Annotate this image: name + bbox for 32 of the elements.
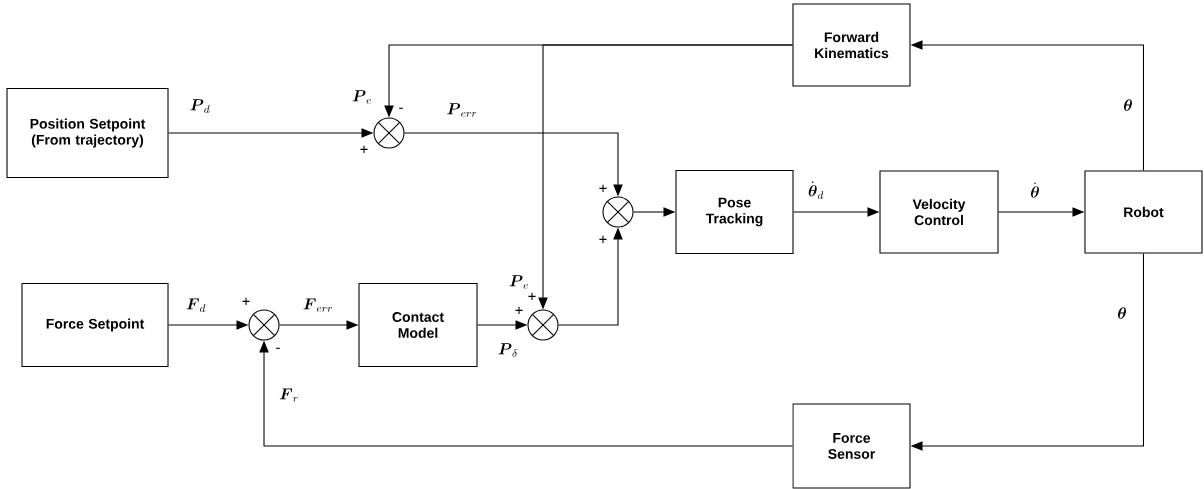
edge-label: $\boldsymbol{F}_{d}$	[184, 296, 208, 313]
edge-label: $\dot{\boldsymbol{\theta}}_{d}$	[806, 180, 826, 200]
edge-label: $\boldsymbol{P}_{\delta}$	[496, 341, 520, 358]
sign-label: -	[399, 107, 403, 109]
edge-label: $\dot{\boldsymbol{\theta}}$	[1028, 181, 1042, 199]
edge-label: $\boldsymbol{P}_{d}$	[188, 98, 212, 114]
edge-label: $\boldsymbol{P}_{e}$	[350, 89, 374, 105]
summing-junction	[527, 309, 559, 341]
summing-junction	[248, 309, 280, 341]
process-box: Velocity Control	[879, 170, 999, 254]
edge-label: $\boldsymbol{F}_{err}$	[301, 296, 335, 313]
edge-label: $\boldsymbol{P}_{e}$	[507, 273, 531, 290]
summing-junction	[373, 117, 405, 149]
sign-label: +	[599, 184, 607, 192]
summing-junction	[602, 196, 634, 228]
process-box: Contact Model	[358, 282, 478, 368]
process-box: Pose Tracking	[675, 169, 794, 255]
process-box: Force Setpoint	[21, 282, 169, 368]
edge-label: $\boldsymbol{\theta}$	[1121, 98, 1135, 112]
sign-label: +	[515, 306, 523, 314]
sign-label: +	[528, 292, 536, 300]
process-box: Robot	[1084, 170, 1203, 254]
edge-label: $\boldsymbol{F}_{r}$	[277, 386, 301, 403]
sign-label: +	[242, 297, 250, 305]
sign-label: -	[276, 347, 280, 349]
edge-label: $\boldsymbol{P}_{err}$	[445, 102, 479, 118]
sign-label: +	[360, 145, 368, 153]
sign-label: +	[599, 235, 607, 243]
edge-label: $\boldsymbol{\theta}$	[1115, 306, 1129, 320]
process-box: Forward Kinematics	[792, 3, 911, 87]
process-box: Force Sensor	[792, 403, 911, 489]
process-box: Position Setpoint (From trajectory)	[6, 87, 169, 179]
